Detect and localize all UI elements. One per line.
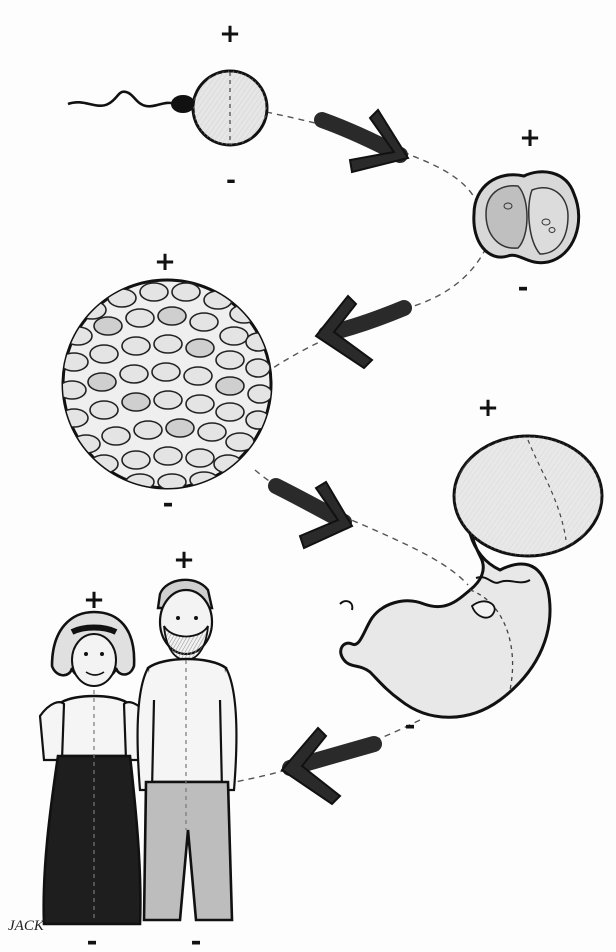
stage-1-plus-sign: + (219, 19, 241, 49)
fetus-icon (340, 436, 602, 717)
arrow-1-icon (322, 110, 408, 172)
stage-1-minus-sign: - (226, 166, 236, 194)
stage-5-minus-sign: - (87, 927, 98, 952)
two-cell-embryo-icon (474, 172, 579, 263)
stage-5-plus-sign: + (83, 585, 105, 615)
stage-4-minus-sign: - (405, 711, 416, 741)
stage-2-minus-sign: - (518, 273, 529, 303)
stage-4-plus-sign: + (477, 393, 499, 423)
stage-3-plus-sign: + (154, 247, 176, 277)
blastula-icon (58, 280, 272, 490)
woman-figure-icon (40, 612, 148, 924)
stage-6-plus-sign: + (173, 545, 195, 575)
sperm-icon (68, 92, 195, 113)
stage-2-plus-sign: + (519, 123, 541, 153)
arrow-3-icon (276, 482, 352, 548)
stage-3-minus-sign: - (163, 489, 174, 519)
egg-cell-icon (193, 71, 267, 145)
arrow-4-icon (282, 728, 374, 804)
artist-signature: JACK (8, 918, 45, 934)
man-figure-icon (138, 580, 237, 920)
arrow-2-icon (316, 296, 404, 368)
stage-6-minus-sign: - (191, 927, 202, 952)
